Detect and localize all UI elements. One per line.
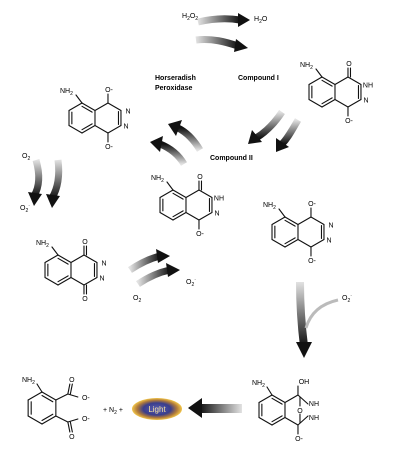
o2-reduction-arrow-1 [28,159,43,206]
light-label: Light [148,405,166,414]
bridge-oxygen: O [297,408,303,415]
h2o2-to-h2o-arrow [197,13,250,27]
ring-nitrogen-1: N [328,223,333,230]
nh2-atom: NH2 [300,62,313,71]
o2-arrow-mid-2 [136,263,180,287]
radical-arrow-up-2 [150,136,188,166]
h2o2-label: H2O2 [182,13,198,22]
bottom-oxygen-atom: O [82,296,88,303]
carboxyl-bottom-o-minus: O- [82,416,90,423]
top-oxygen-atom: O [346,61,352,68]
o2-reduction-arrow-2 [46,159,63,208]
luminol-center: NH2 O O- NH N [151,174,224,238]
n2-label: + N2 + [103,407,123,416]
radical-arrow-up-1 [168,120,204,152]
carboxyl-top-o: O [69,377,75,384]
nh2-atom: NH2 [263,202,276,211]
hydroxyl-atom: OH [299,379,310,386]
bottom-oxygen-atom: O- [308,258,316,265]
ring-nitrogen-2: N [326,238,331,245]
o2-mid-label: O2 [133,295,141,304]
compound-i-to-ii-arrow-1 [248,110,285,144]
ring-nitrogen-2: N [123,124,128,131]
ring-nitrogen-1: N [125,109,130,116]
bottom-oxygen-atom: O- [105,144,113,151]
nh2-atom: NH2 [151,175,164,184]
top-oxygen-atom: O- [308,201,316,208]
decomposition-arrow [188,398,242,418]
superoxide-arrow [296,281,339,358]
bottom-oxygen-atom: O- [295,436,303,443]
bridge-nh-2: NH [309,415,319,422]
top-oxygen-atom: O [82,239,88,246]
ring-nitrogen-2: N [363,98,368,105]
h2o-label: H2O [254,16,268,25]
compound-i-arrow-top [195,36,248,52]
carboxyl-bottom-o: O [69,434,75,441]
hrp-label-line1: Horseradish [155,75,196,82]
ring-nitrogen-1: NH [214,196,224,203]
nh2-atom: NH2 [60,88,73,97]
o2-radical-right-label: O2· [342,293,352,304]
compound-i-to-ii-arrow-2 [276,118,302,152]
ring-nitrogen-2: N [99,276,104,283]
top-oxygen-atom: O [197,174,203,181]
bottom-oxygen-atom: O- [196,231,204,238]
o2-top-label: O2 [22,153,30,162]
light-emission-icon: Light [132,398,182,420]
bridge-nh-1: NH [309,401,319,408]
o2-radical-mid-label: O2· [186,277,196,288]
carboxyl-top-o-minus: O- [82,395,90,402]
top-oxygen-atom: O- [105,87,113,94]
hrp-label-line2: Peroxidase [155,85,192,92]
nh2-atom: NH2 [36,240,49,249]
luminol-compound-i: NH2 O O- NH N [300,61,373,125]
ring-nitrogen-1: N [101,261,106,268]
ring-nitrogen-1: NH [363,83,373,90]
compound-i-label: Compound I [238,75,279,82]
compound-ii-label: Compound II [210,155,253,162]
o2-radical-top-label: O2· [20,203,30,214]
endoperoxide-intermediate: NH2 OH O- NH NH O [252,379,319,443]
nh2-atom: NH2 [252,380,265,389]
ring-nitrogen-2: N [214,211,219,218]
o2-arrow-mid-1 [128,249,170,273]
nh2-atom: NH2 [22,377,35,386]
bottom-oxygen-atom: O- [345,118,353,125]
